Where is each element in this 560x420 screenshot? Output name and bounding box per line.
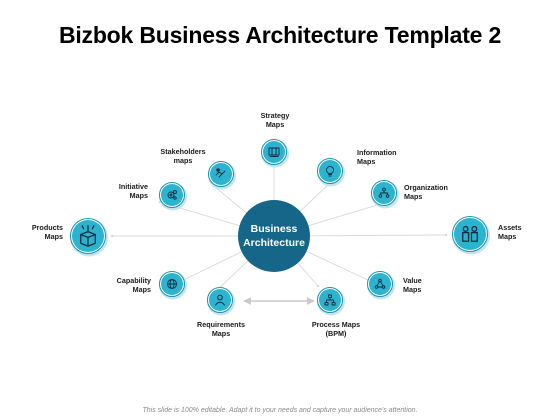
node-label-assets-maps-line-2: Maps: [498, 232, 516, 241]
node-label-information-maps-line-1: Information: [357, 148, 397, 157]
node-label-products-maps-line-2: Maps: [45, 232, 63, 241]
node-label-value-maps-line-2: Maps: [403, 285, 421, 294]
center-node-business-architecture: Business Architecture: [238, 200, 310, 272]
node-label-initiative-maps-line-1: Initiative: [119, 182, 148, 191]
node-label-requirements-maps-line-1: Requirements: [197, 320, 245, 329]
node-label-process-maps-line-1: Process Maps: [312, 320, 360, 329]
node-label-organization-maps-line-2: Maps: [404, 192, 422, 201]
connector-information-maps: [299, 182, 331, 212]
connector-dot-assets-maps: [444, 233, 448, 237]
node-circle: [319, 160, 341, 182]
connector-requirements-maps: [215, 260, 249, 292]
gears-icon: [167, 190, 177, 200]
center-label-line-2: Architecture: [243, 237, 305, 249]
node-label-strategy-maps-line-1: Strategy: [261, 111, 290, 120]
node-process-maps: Process Maps(BPM): [312, 287, 360, 338]
connector-dot-products-maps: [110, 234, 114, 238]
node-label-initiative-maps-line-2: Maps: [130, 191, 148, 200]
lightbulb-icon: [325, 165, 335, 177]
org-chart-icon: [378, 187, 390, 198]
node-label-value-maps-line-1: Value: [403, 276, 422, 285]
asset-people-icon: [462, 225, 478, 242]
node-label-requirements-maps-line-2: Maps: [212, 329, 230, 338]
handshake-icon: [215, 168, 226, 178]
strategy-board-icon: [268, 147, 280, 157]
node-circle: [263, 141, 285, 163]
node-circle: [369, 273, 391, 295]
node-circle: [72, 220, 104, 252]
node-label-stakeholders-maps-line-1: Stakeholders: [160, 147, 205, 156]
node-label-stakeholders-maps-line-2: maps: [174, 156, 193, 165]
node-label-capability-maps-line-2: Maps: [133, 285, 151, 294]
product-box-icon: [80, 225, 96, 247]
connector-assets-maps: [309, 234, 447, 237]
node-label-strategy-maps-line-2: Maps: [266, 120, 284, 129]
connector-process-maps: [297, 262, 319, 287]
center-label-line-1: Business: [251, 223, 298, 235]
process-tree-icon: [324, 294, 336, 306]
node-label-organization-maps-line-1: Organization: [404, 183, 448, 192]
value-network-icon: [374, 278, 386, 289]
node-label-capability-maps-line-1: Capability: [117, 276, 151, 285]
node-label-products-maps-line-1: Products: [32, 223, 63, 232]
node-circle: [210, 163, 232, 185]
connector-stakeholders-maps: [213, 185, 247, 214]
globe-icon: [167, 279, 177, 289]
connector-organization-maps: [308, 202, 385, 227]
person-icon: [215, 294, 225, 306]
node-label-process-maps-line-2: (BPM): [326, 329, 347, 338]
connector-dot-process-maps: [316, 284, 320, 288]
page-title: Bizbok Business Architecture Template 2: [58, 22, 502, 48]
node-label-assets-maps-line-1: Assets: [498, 223, 522, 232]
footer-note: This slide is 100% editable. Adapt it to…: [142, 407, 418, 414]
node-circle: [454, 218, 486, 250]
node-label-information-maps-line-2: Maps: [357, 157, 375, 166]
